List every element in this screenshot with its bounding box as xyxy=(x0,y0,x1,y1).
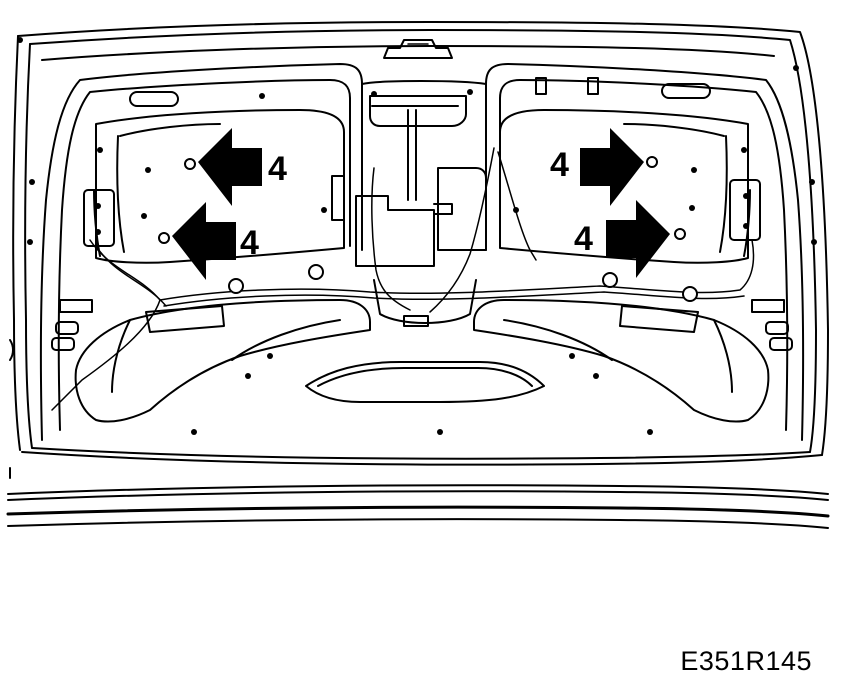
figure-code: E351R145 xyxy=(680,646,812,676)
callout-arrow-lower-right: 4 xyxy=(574,200,670,278)
wiring-harness xyxy=(51,147,755,411)
side-fragments xyxy=(9,339,14,479)
screw-upper-right xyxy=(646,156,658,168)
lid-outer-contour xyxy=(12,21,829,466)
callout-label-lower-right: 4 xyxy=(574,220,593,258)
screw-lower-left xyxy=(158,232,170,244)
mounting-holes xyxy=(17,37,817,435)
trim-screws xyxy=(158,156,686,244)
right-cavity xyxy=(499,77,761,264)
screw-lower-right xyxy=(674,228,686,240)
lock-mechanism xyxy=(355,109,487,327)
screw-upper-left xyxy=(184,158,196,170)
lower-floor xyxy=(51,299,793,423)
callout-arrow-upper-right: 4 xyxy=(550,128,644,206)
callout-label-upper-left: 4 xyxy=(268,150,287,188)
callout-arrow-upper-left: 4 xyxy=(198,128,287,206)
callout-arrow-lower-left: 4 xyxy=(172,202,259,280)
left-cavity xyxy=(83,91,345,264)
callout-label-lower-left: 4 xyxy=(240,224,259,262)
rear-edge-lines xyxy=(6,484,830,529)
callout-label-upper-right: 4 xyxy=(550,146,569,184)
inner-frame xyxy=(39,39,805,441)
